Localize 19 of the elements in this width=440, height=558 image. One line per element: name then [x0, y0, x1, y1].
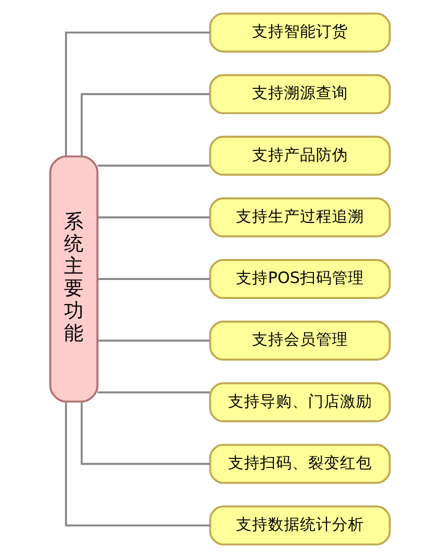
- connector: [98, 340, 210, 342]
- connector: [98, 391, 210, 394]
- node-box: 支持扫码、裂变红包: [209, 444, 391, 484]
- node-box: 系统主要功能: [49, 155, 98, 403]
- connector: [80, 402, 210, 465]
- node-box: 支持数据统计分析: [209, 505, 391, 546]
- node-box: 支持POS扫码管理: [209, 259, 391, 299]
- connector: [65, 32, 210, 156]
- node-box: 支持溯源查询: [209, 74, 391, 114]
- node-box: 支持生产过程追溯: [209, 197, 391, 238]
- node-box: 支持会员管理: [209, 320, 391, 361]
- connector: [98, 164, 210, 167]
- connector: [98, 216, 210, 218]
- node-box: 支持产品防伪: [209, 136, 391, 176]
- connector: [98, 278, 210, 280]
- connector: [80, 93, 210, 156]
- node-box: 支持智能订货: [209, 12, 391, 53]
- connector: [65, 402, 210, 526]
- node-box: 支持导购、门店激励: [209, 382, 391, 422]
